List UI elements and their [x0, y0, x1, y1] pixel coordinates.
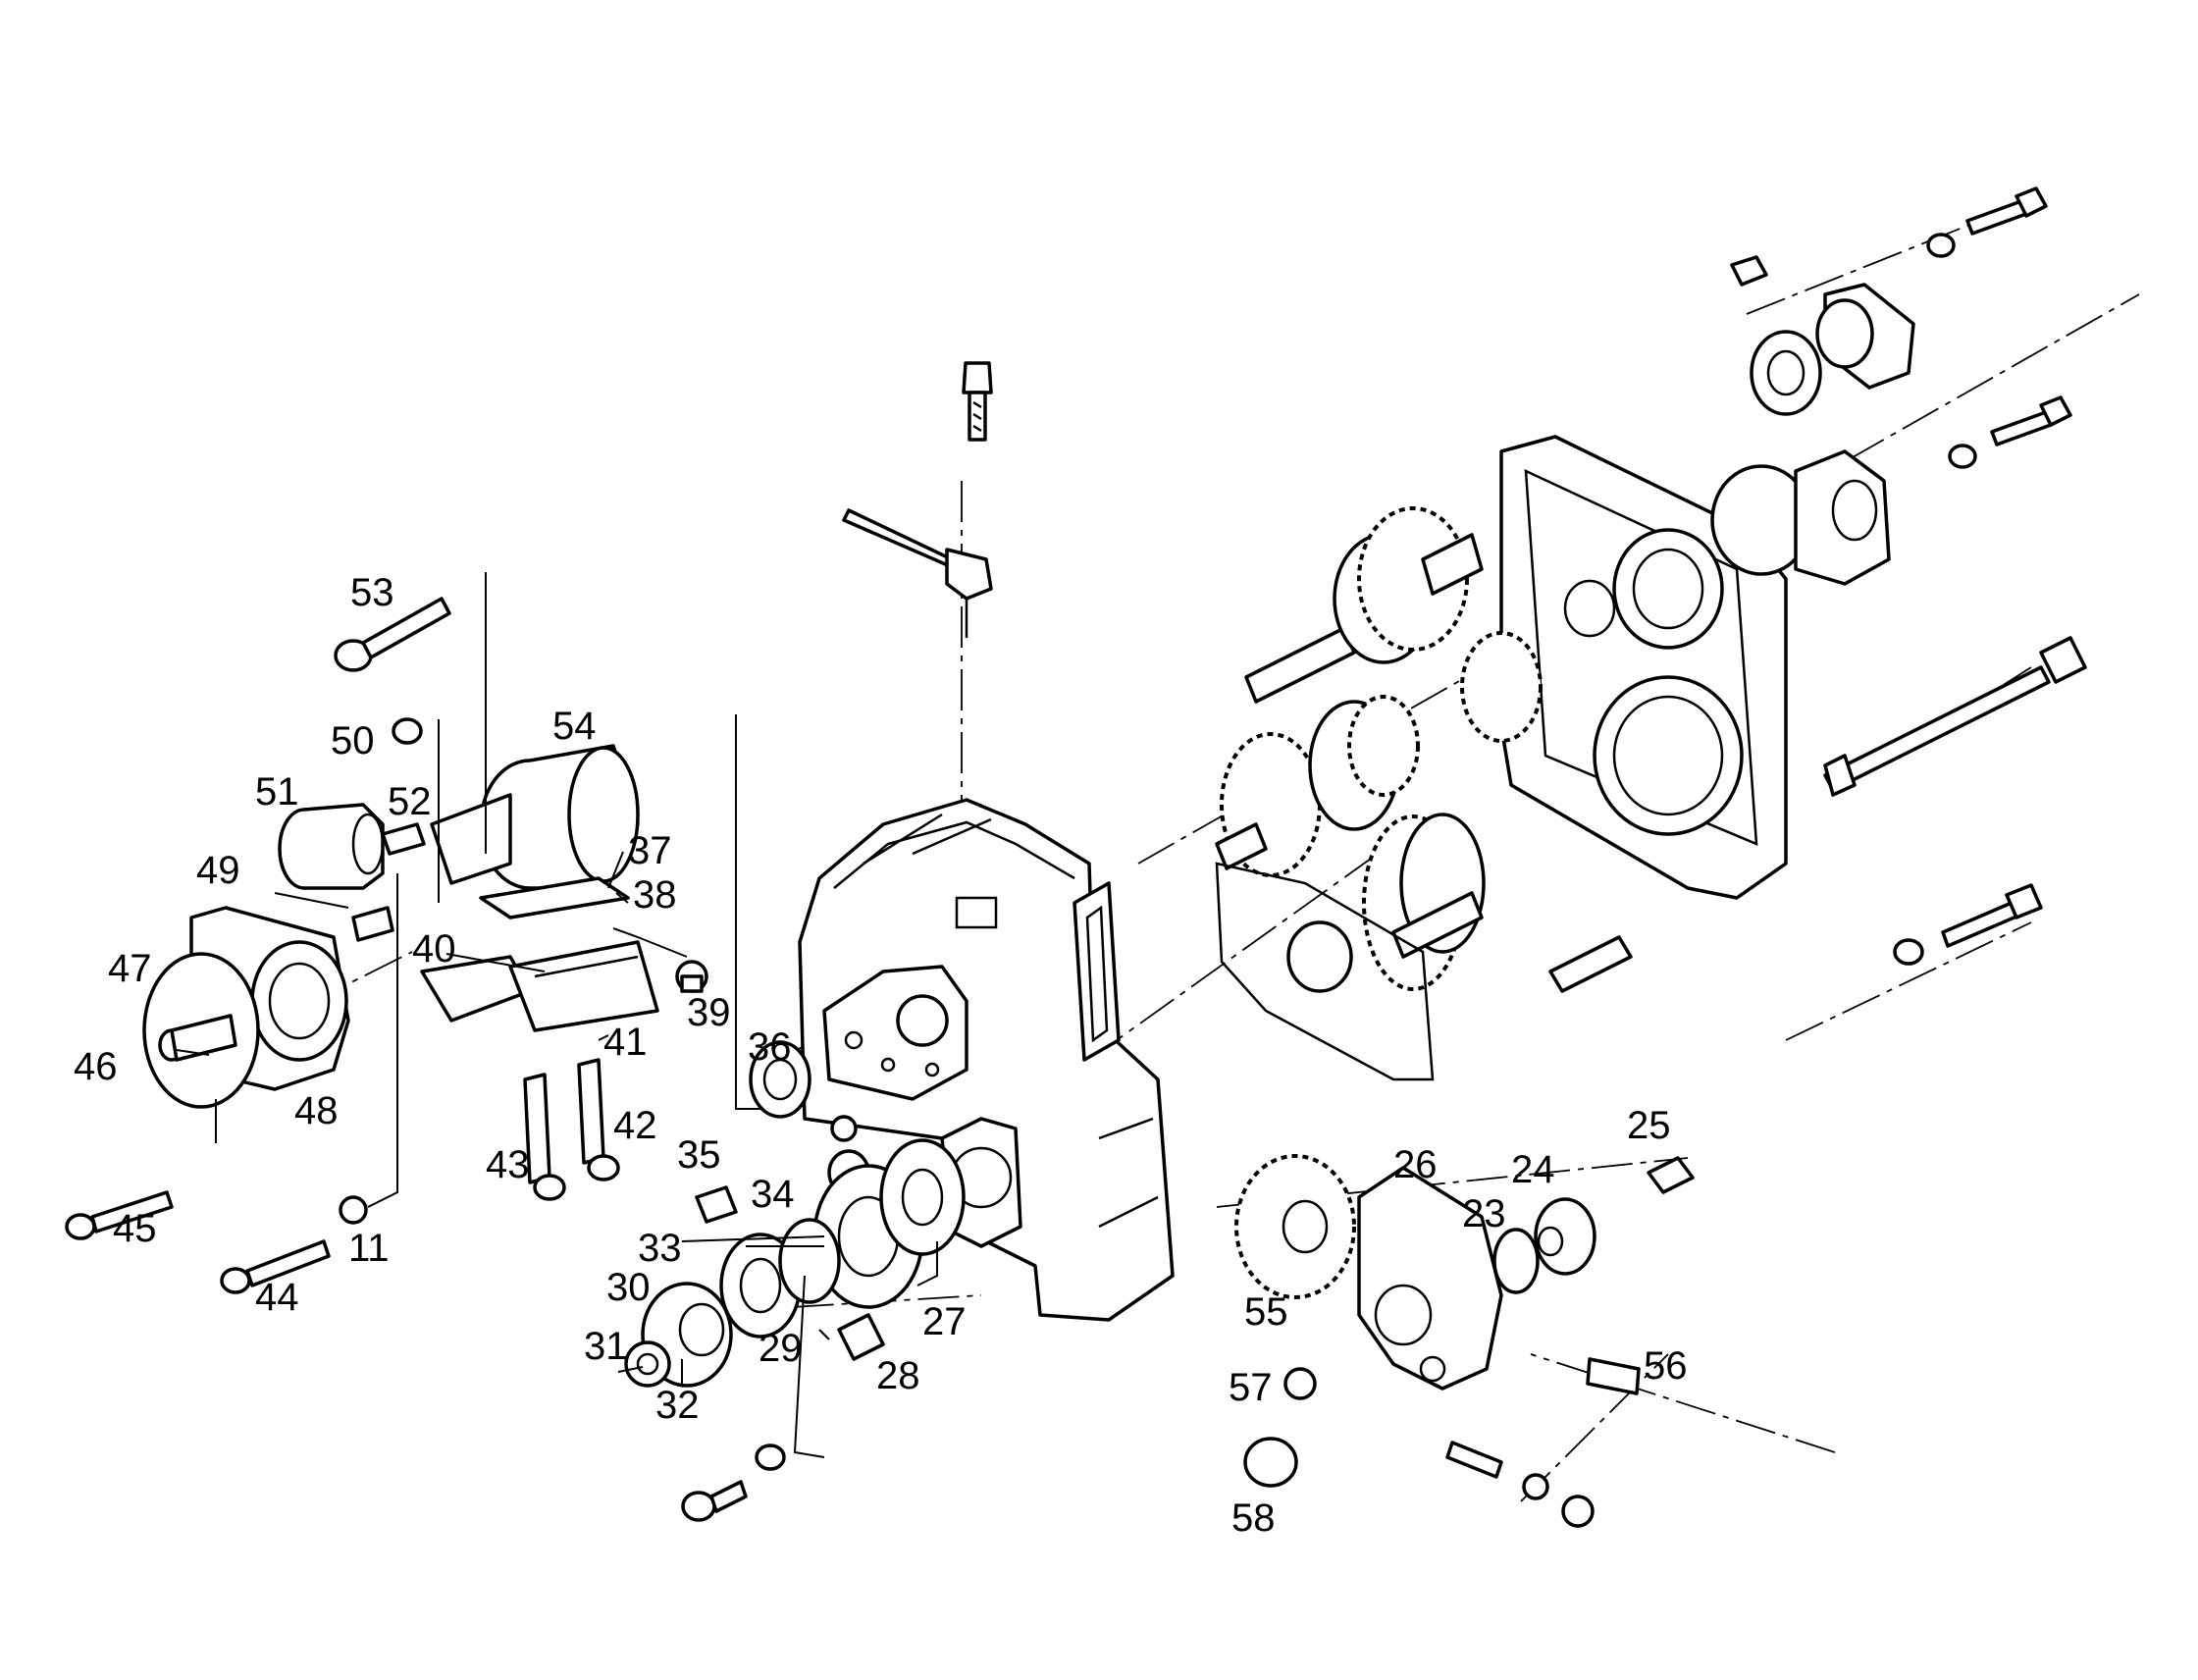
- dowel-pin-right: [1548, 935, 1633, 993]
- bolt-top-right: [1926, 186, 2048, 258]
- callout-41: 41: [603, 1021, 648, 1064]
- callout-46: 46: [74, 1045, 118, 1088]
- shaft-46: [158, 1014, 237, 1062]
- callout-43: 43: [486, 1143, 530, 1186]
- plug-28: [837, 1313, 885, 1361]
- callout-30: 30: [606, 1266, 651, 1309]
- callout-11: 11: [348, 1227, 390, 1270]
- bearing-36: [749, 1040, 811, 1119]
- leader-lines: [176, 572, 938, 1458]
- fitting-52: [381, 822, 426, 856]
- output-gear: [1362, 813, 1486, 991]
- ring-33b: [778, 1218, 841, 1304]
- input-shaft: [1244, 506, 1484, 704]
- callout-45: 45: [113, 1207, 157, 1250]
- callout-35: 35: [677, 1133, 721, 1177]
- callout-51: 51: [255, 770, 299, 814]
- callout-40: 40: [412, 927, 456, 971]
- intermediate-plate: [1215, 862, 1435, 1081]
- pin-56: [1586, 1357, 1641, 1395]
- cap-58: [1243, 1437, 1298, 1488]
- bracket-block: [430, 793, 630, 919]
- cap-24: [1534, 1197, 1596, 1276]
- callout-56: 56: [1644, 1344, 1688, 1388]
- bolts-42-43: [523, 1058, 620, 1201]
- callout-34: 34: [751, 1173, 795, 1216]
- bolt-53: [334, 597, 451, 672]
- callout-32: 32: [655, 1384, 700, 1427]
- output-flange-right: [1710, 449, 1891, 586]
- callout-31: 31: [584, 1325, 628, 1368]
- stud-washer-nut: [1445, 1441, 1595, 1528]
- bolt-lower-right: [1893, 883, 2043, 966]
- callout-23: 23: [1462, 1192, 1506, 1235]
- plug-50: [392, 717, 423, 745]
- gear-55: [1234, 1154, 1356, 1299]
- callout-54: 54: [552, 705, 597, 748]
- callout-44: 44: [255, 1276, 299, 1319]
- cylinder-51: [278, 803, 385, 890]
- callout-50: 50: [331, 719, 375, 762]
- bolt-mid-right: [1948, 395, 2072, 469]
- long-stud-right: [1823, 636, 2087, 797]
- callout-48: 48: [294, 1089, 339, 1132]
- callout-25: 25: [1627, 1104, 1671, 1147]
- callout-33: 33: [638, 1227, 682, 1270]
- callout-57: 57: [1229, 1366, 1273, 1409]
- callout-27: 27: [922, 1300, 967, 1343]
- dipstick-assembly: [842, 361, 993, 638]
- bolt-45: [65, 1190, 174, 1240]
- callout-39: 39: [687, 991, 731, 1034]
- callout-58: 58: [1231, 1496, 1276, 1540]
- callout-42: 42: [613, 1104, 657, 1147]
- callout-28: 28: [876, 1354, 920, 1397]
- rear-cover-plate: [1499, 435, 1788, 900]
- plug-35: [695, 1115, 858, 1224]
- washer-11: [339, 1195, 368, 1225]
- callout-26: 26: [1393, 1143, 1438, 1186]
- bolt-39: [675, 960, 708, 993]
- fitting-49: [351, 906, 394, 942]
- nut-31: [624, 1340, 671, 1388]
- callout-52: 52: [388, 780, 432, 823]
- flange-top-right: [1730, 255, 1915, 416]
- callout-47: 47: [108, 947, 152, 990]
- callout-24: 24: [1511, 1148, 1555, 1191]
- pto-cover-26: [1357, 1166, 1503, 1391]
- bolt-25: [1647, 1156, 1695, 1194]
- bolt-44: [220, 1239, 331, 1294]
- bearing-23: [1492, 1228, 1540, 1294]
- callout-29: 29: [759, 1327, 803, 1370]
- callout-36: 36: [748, 1025, 792, 1069]
- callout-49: 49: [196, 849, 240, 892]
- callout-37: 37: [628, 829, 672, 872]
- callout-53: 53: [350, 571, 394, 614]
- bolt-bottom-center: [681, 1444, 786, 1522]
- callout-55: 55: [1244, 1290, 1288, 1334]
- callout-38: 38: [633, 873, 677, 917]
- cluster-gear-shaft: [1215, 631, 1543, 877]
- valve-block-41: [420, 940, 659, 1032]
- plug-57: [1283, 1367, 1317, 1400]
- callouts: 53 50 54 51 52 37 49 38 47 40 39 41 46 3…: [74, 571, 1688, 1540]
